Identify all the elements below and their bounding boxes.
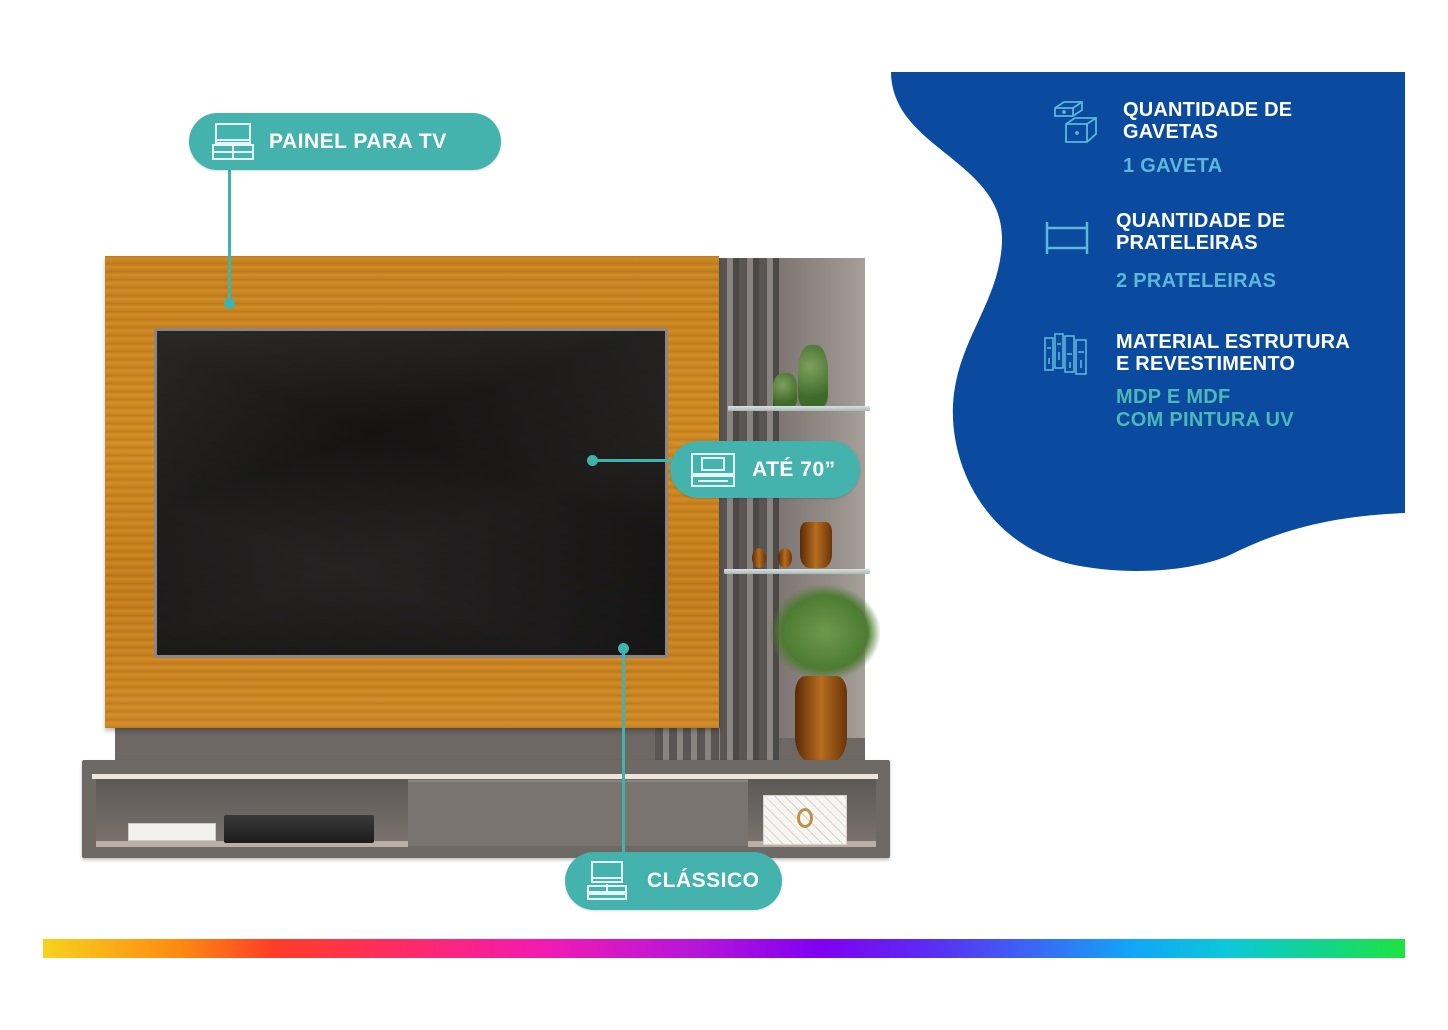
- figurine-decor: [752, 548, 766, 568]
- spec-material-value-2: COM PINTURA UV: [1116, 409, 1294, 431]
- callout-tv-size: ATÉ 70”: [670, 441, 860, 498]
- callout-style: CLÁSSICO: [565, 852, 782, 910]
- led-strip: [92, 774, 878, 779]
- television: [154, 328, 668, 658]
- book-decor: [128, 823, 216, 841]
- spec-drawers-title-2: GAVETAS: [1123, 121, 1219, 143]
- drawers-icon: [1052, 100, 1100, 149]
- spec-drawers-title: QUANTIDADE DE: [1123, 99, 1293, 121]
- vase-decor: [795, 676, 847, 762]
- spec-shelves-value: 2 PRATELEIRAS: [1116, 270, 1277, 292]
- shelf-icon: [1043, 220, 1091, 261]
- media-player-decor: [224, 815, 374, 843]
- diffuser-decor: [800, 522, 832, 568]
- style-leader-line: [622, 648, 625, 858]
- tv-stand-icon: [585, 860, 629, 902]
- rainbow-divider: [43, 939, 1405, 958]
- callout-panel: PAINEL PARA TV: [189, 113, 501, 170]
- tv-panel-product-image: [82, 256, 890, 858]
- decorative-slats: [719, 258, 779, 763]
- spec-material-value: MDP E MDF: [1116, 386, 1231, 408]
- decorative-slats-lower: [655, 728, 720, 763]
- callout-tv-size-label: ATÉ 70”: [752, 457, 836, 481]
- spec-material: MATERIAL ESTRUTURA E REVESTIMENTO MDP E …: [1116, 331, 1350, 432]
- spec-shelves-title: QUANTIDADE DE: [1116, 210, 1286, 232]
- panel-leader-line: [228, 165, 231, 300]
- rack-drawer: [408, 780, 748, 846]
- spec-material-title: MATERIAL ESTRUTURA: [1116, 331, 1350, 353]
- glass-shelf: [724, 569, 870, 574]
- spec-shelves-title-2: PRATELEIRAS: [1116, 232, 1258, 254]
- figurine-decor: [778, 548, 792, 568]
- wood-boards-icon: [1043, 332, 1089, 383]
- spec-shelves: QUANTIDADE DE PRATELEIRAS 2 PRATELEIRAS: [1116, 210, 1285, 293]
- glass-shelf: [728, 406, 870, 411]
- plant-decor: [770, 585, 880, 680]
- tv-icon: [690, 452, 736, 488]
- tv-size-leader-line: [592, 459, 677, 462]
- spec-drawers: QUANTIDADE DE GAVETAS 1 GAVETA: [1123, 99, 1292, 178]
- box-decor: [763, 795, 847, 845]
- succulent-decor: [773, 373, 797, 407]
- tv-panel-icon: [211, 122, 255, 162]
- panel-leader-dot: [224, 298, 235, 309]
- callout-style-label: CLÁSSICO: [647, 869, 760, 892]
- callout-panel-label: PAINEL PARA TV: [269, 129, 447, 153]
- spec-drawers-value: 1 GAVETA: [1123, 155, 1223, 177]
- succulent-decor: [798, 345, 828, 407]
- spec-material-title-2: E REVESTIMENTO: [1116, 353, 1296, 375]
